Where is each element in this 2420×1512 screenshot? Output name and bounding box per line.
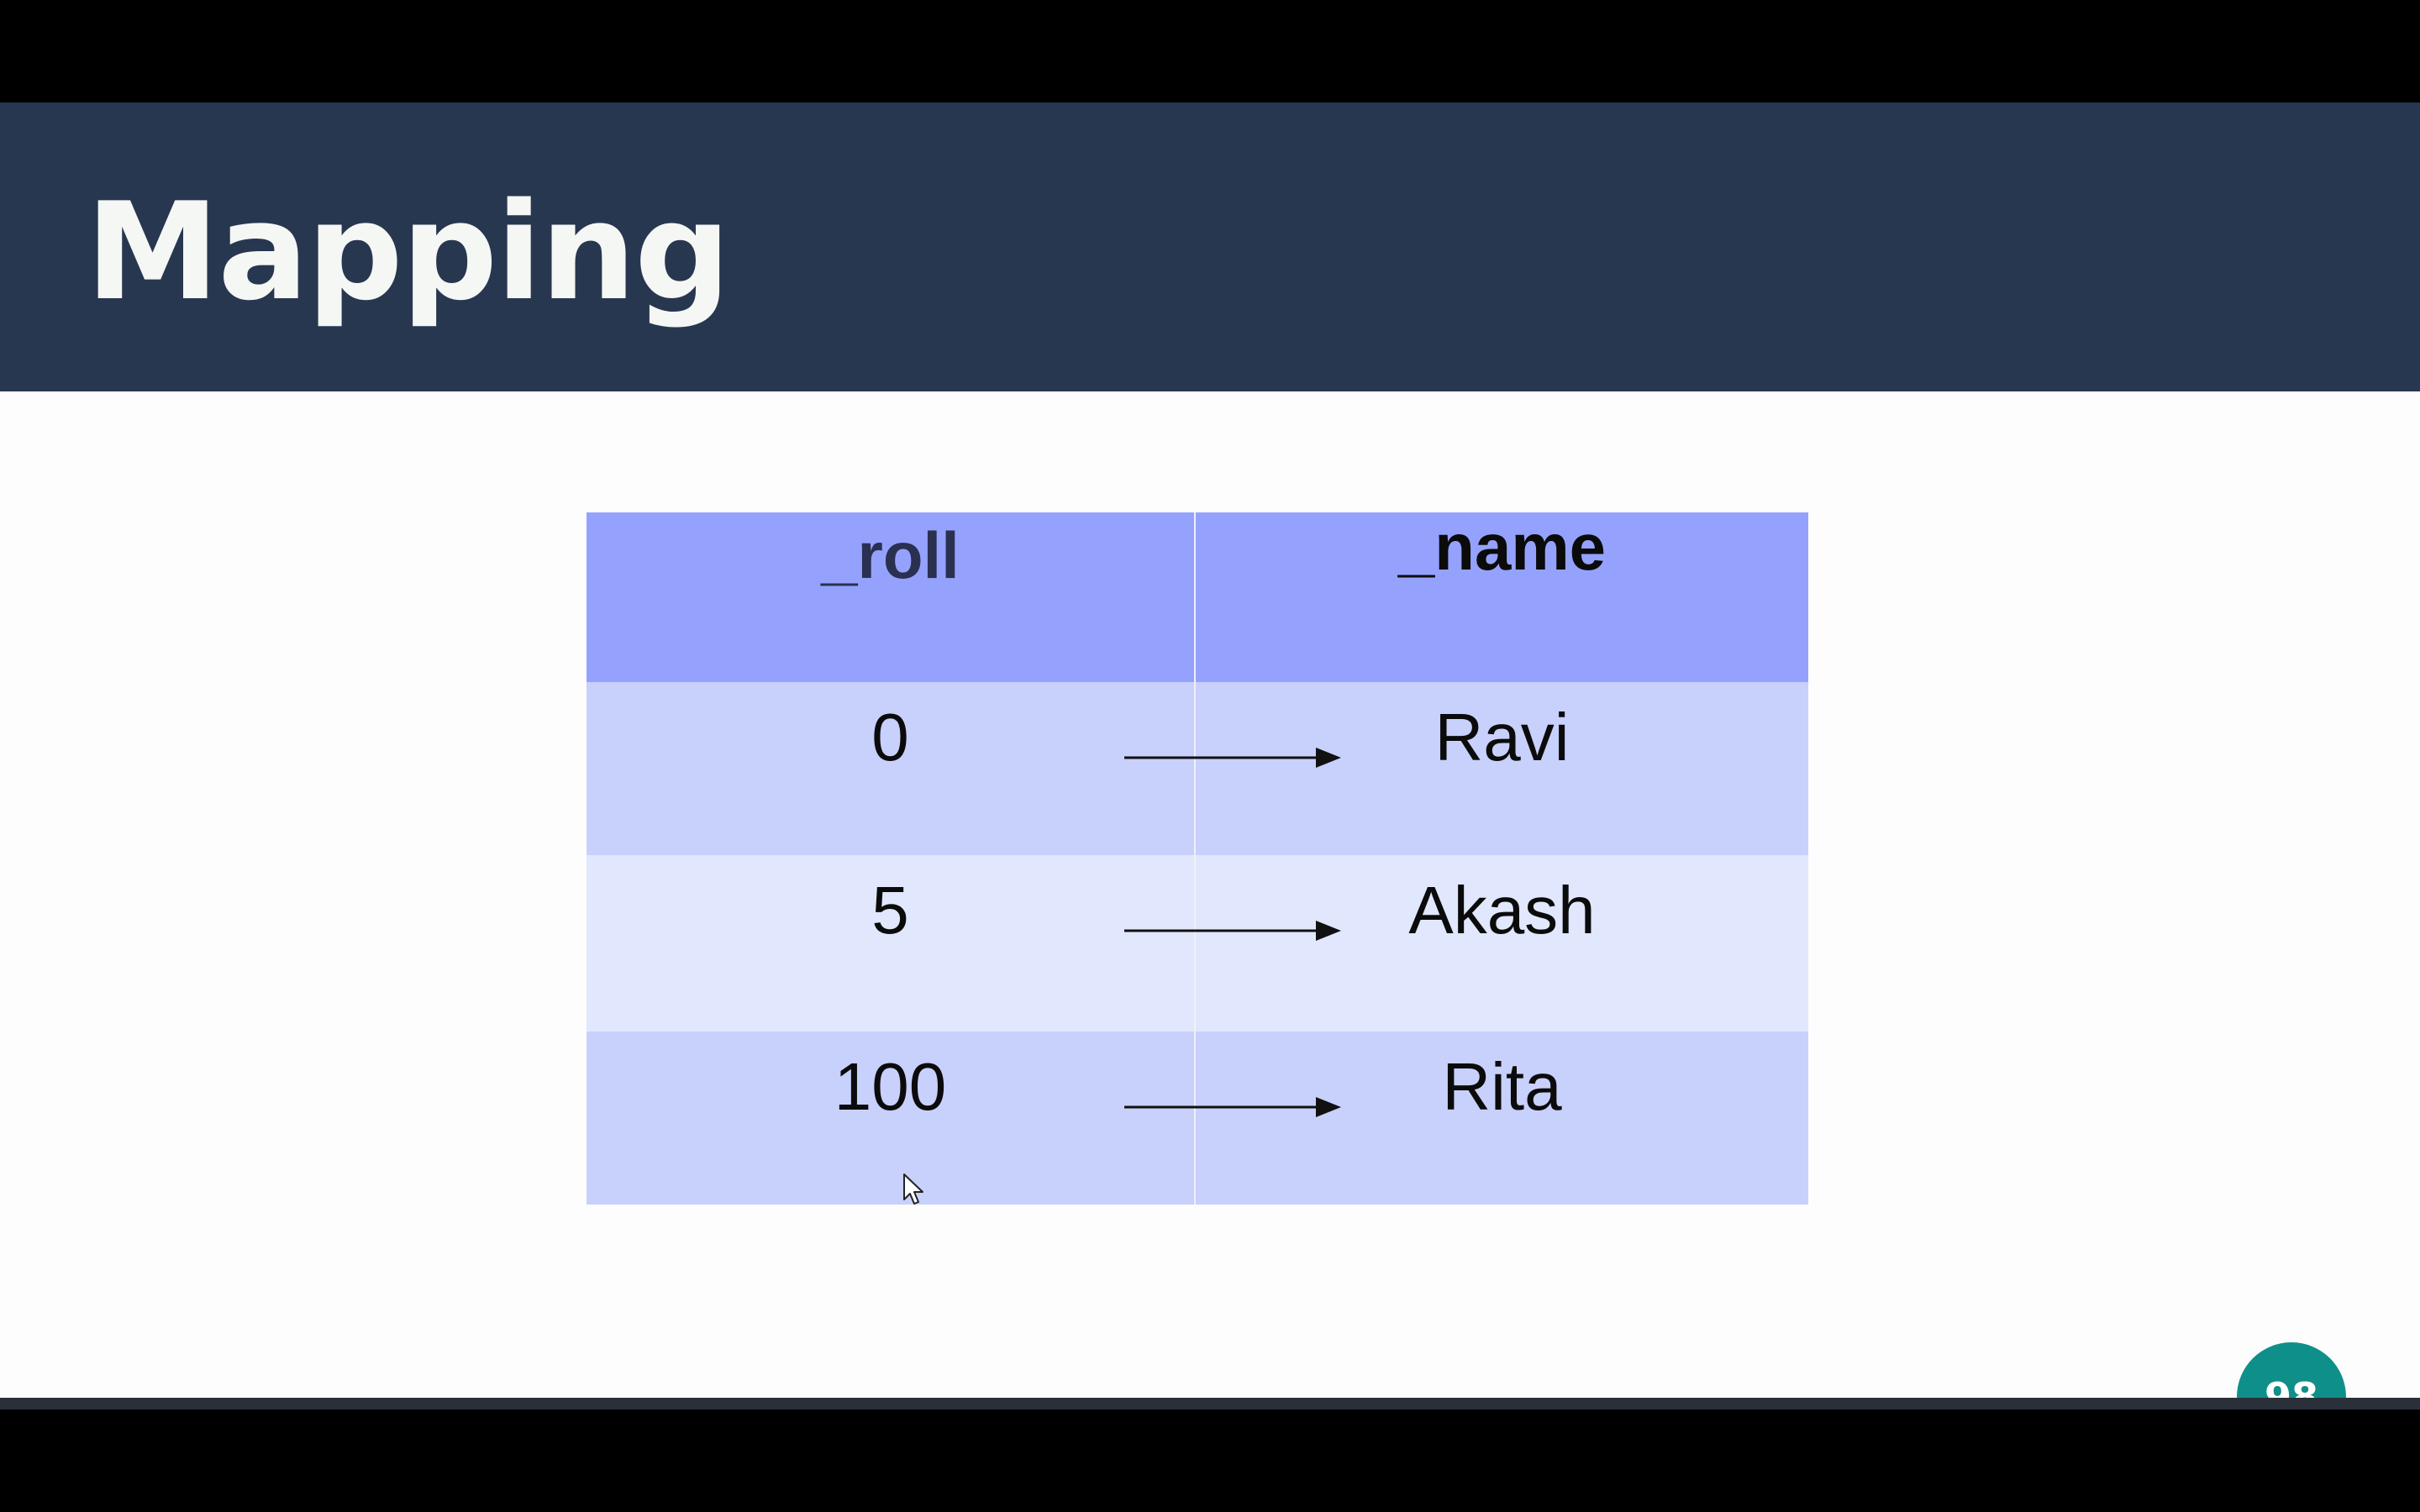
right-arrow-icon xyxy=(1124,1097,1341,1117)
mapped-value: Akash xyxy=(1408,873,1596,948)
letterbox-top xyxy=(0,0,2420,102)
key-value: 0 xyxy=(871,700,909,774)
key-cell: 5 xyxy=(587,855,1196,1032)
key-cell: 0 xyxy=(587,682,1196,855)
table-header-row: _roll _name xyxy=(587,512,1808,682)
bottom-strip xyxy=(0,1398,2420,1410)
table-row: 100 Rita xyxy=(587,1032,1808,1205)
header-label-name: _name xyxy=(1397,510,1607,584)
slide: Mapping _roll _name 0 Ravi 5 xyxy=(0,102,2420,1398)
key-cell: 100 xyxy=(587,1032,1196,1205)
mapped-value: Rita xyxy=(1442,1049,1562,1124)
value-cell: Rita xyxy=(1196,1032,1808,1205)
mouse-pointer-icon xyxy=(903,1173,923,1205)
value-cell: Ravi xyxy=(1196,682,1808,855)
page-number-badge: 98 xyxy=(2237,1342,2346,1398)
mapping-table: _roll _name 0 Ravi 5 Akash xyxy=(587,512,1808,1205)
key-value: 5 xyxy=(871,873,909,948)
title-bar: Mapping xyxy=(0,102,2420,391)
table-row: 5 Akash xyxy=(587,855,1808,1032)
letterbox-bottom xyxy=(0,1410,2420,1512)
right-arrow-icon xyxy=(1124,748,1341,768)
key-value: 100 xyxy=(834,1049,947,1124)
header-cell-roll: _roll xyxy=(587,512,1196,682)
right-arrow-icon xyxy=(1124,921,1341,941)
slide-title: Mapping xyxy=(86,173,731,330)
header-cell-name: _name xyxy=(1196,512,1808,682)
table-row: 0 Ravi xyxy=(587,682,1808,855)
header-label-roll: _roll xyxy=(821,518,960,592)
value-cell: Akash xyxy=(1196,855,1808,1032)
mapped-value: Ravi xyxy=(1434,700,1570,774)
